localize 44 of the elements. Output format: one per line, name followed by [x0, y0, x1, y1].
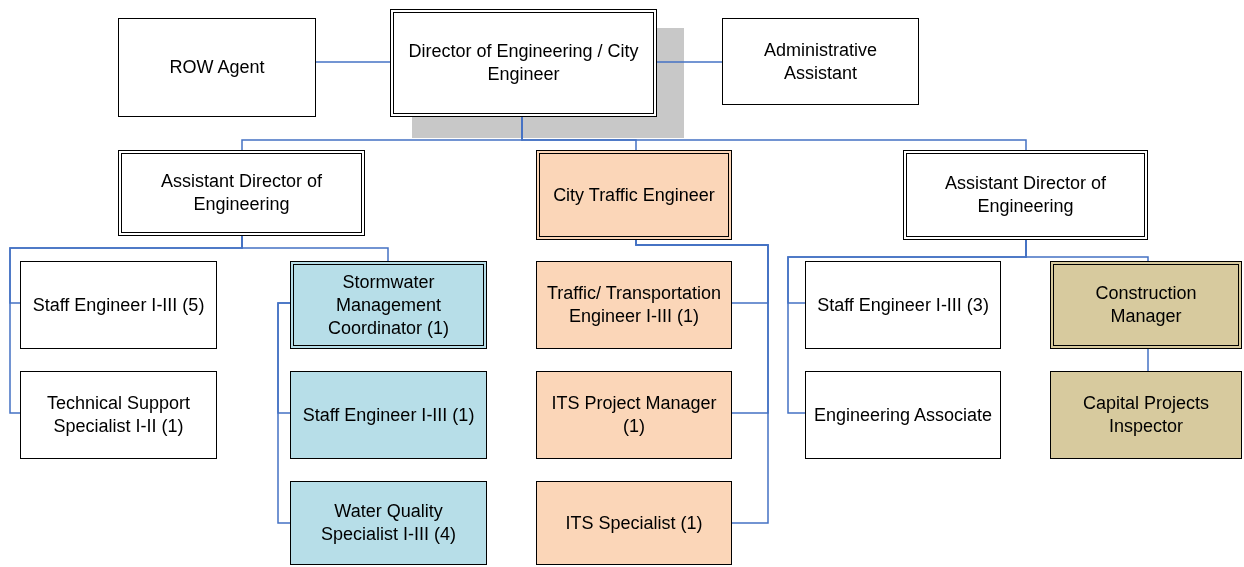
position-title: Staff Engineer I-III (1) — [301, 403, 476, 427]
position-title: Assistant Director of Engineering — [159, 170, 324, 216]
connector-line — [1025, 239, 1149, 262]
position-box — [536, 261, 732, 349]
position-title: Assistant Director of Engineering — [943, 172, 1108, 218]
position-box — [805, 261, 1001, 349]
connector-line — [1147, 348, 1149, 372]
position-title: Engineering Associate — [812, 403, 994, 427]
position-box-double-border — [290, 261, 487, 349]
position-title: Administrative Assistant — [762, 38, 878, 85]
position-box — [290, 371, 487, 459]
connector-line — [656, 61, 723, 63]
position-title: ITS Specialist (1) — [564, 511, 704, 535]
position-title: Traffic/ Transportation Engineer I-III (1) — [545, 282, 723, 328]
position-box — [1050, 371, 1242, 459]
position-title: Technical Support Specialist I-II (1) — [45, 392, 192, 438]
position-box — [290, 481, 487, 565]
position-box — [536, 481, 732, 565]
position-box-double-border — [536, 150, 732, 240]
position-box-double-border — [118, 150, 365, 236]
connector-line — [315, 61, 391, 63]
connector-line — [635, 239, 769, 524]
position-box — [20, 261, 217, 349]
position-box-double-border — [903, 150, 1148, 240]
position-title: Construction Manager — [1094, 282, 1198, 328]
position-title: Stormwater Management Coordinator (1) — [326, 270, 451, 340]
connector-line — [241, 235, 389, 262]
connector-line — [521, 116, 1027, 151]
connector-line — [277, 302, 291, 524]
position-title: Capital Projects Inspector — [1081, 392, 1211, 438]
position-box — [20, 371, 217, 459]
position-box — [536, 371, 732, 459]
position-title: Water Quality Specialist I-III (4) — [319, 500, 457, 546]
position-box-double-border — [1050, 261, 1242, 349]
position-box — [805, 371, 1001, 459]
position-box-double-border — [390, 9, 657, 117]
position-title: Director of Engineering / City Engineer — [407, 40, 640, 86]
position-title: Staff Engineer I-III (5) — [31, 293, 206, 317]
position-box — [722, 18, 919, 105]
position-box — [118, 18, 316, 117]
position-title: Staff Engineer I-III (3) — [816, 293, 990, 317]
position-title: City Traffic Engineer — [552, 183, 716, 207]
position-title: ITS Project Manager (1) — [550, 392, 718, 438]
position-title: ROW Agent — [168, 56, 266, 79]
